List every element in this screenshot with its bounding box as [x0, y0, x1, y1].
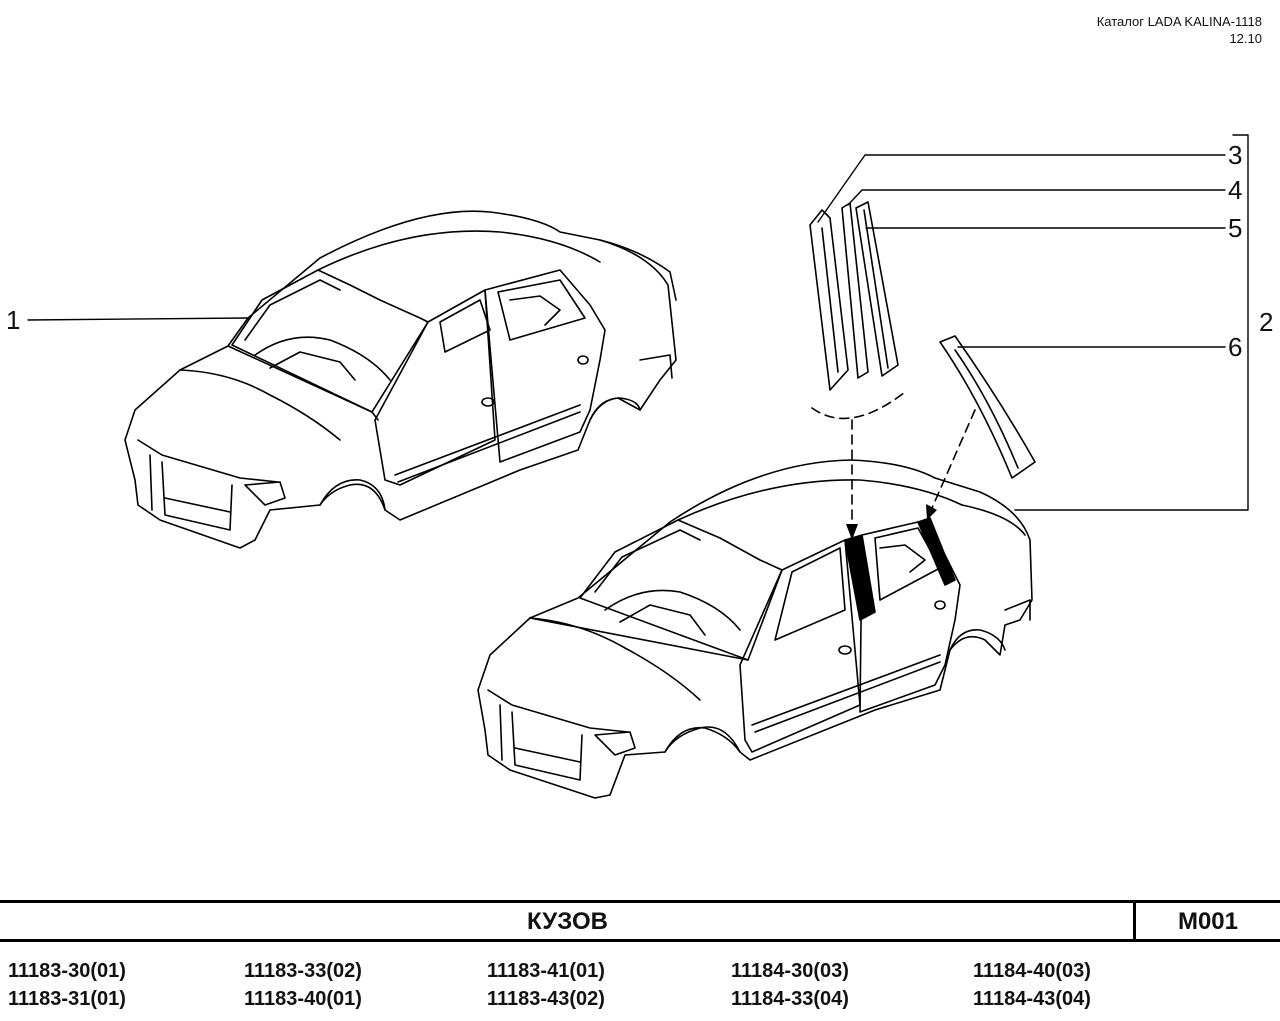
model-column: 11183-30(01) 11183-31(01) [8, 957, 126, 1013]
title-divider [1133, 903, 1136, 939]
catalog-date: 12.10 [1229, 31, 1262, 46]
model-column: 11184-30(03) 11184-33(04) [731, 957, 849, 1013]
model-code: 11183-41(01) [487, 960, 605, 982]
callout-5: 5 [1228, 213, 1243, 243]
model-code: 11183-43(02) [487, 988, 605, 1010]
callout-2: 2 [1259, 307, 1274, 337]
section-code: M001 [1177, 908, 1239, 935]
arrow-heads [846, 504, 937, 540]
model-code: 11183-31(01) [8, 988, 126, 1010]
model-column: 11183-41(01) 11183-43(02) [487, 957, 605, 1013]
model-column: 11184-40(03) 11184-43(04) [973, 957, 1091, 1013]
model-code: 11183-30(01) [8, 960, 126, 982]
leader-lines [27, 134, 1249, 511]
callout-1: 1 [6, 305, 21, 335]
callout-6: 6 [1228, 332, 1243, 362]
section-title: КУЗОВ [527, 908, 608, 935]
callout-3: 3 [1228, 140, 1243, 170]
model-code: 11184-30(03) [731, 960, 849, 982]
model-code: 11183-40(01) [244, 988, 362, 1010]
title-bar: КУЗОВ M001 [0, 900, 1280, 942]
assembly-arrows [811, 391, 976, 529]
model-code: 11184-33(04) [731, 988, 849, 1010]
body-shell-2 [477, 459, 1033, 799]
model-column: 11183-33(02) 11183-40(01) [244, 957, 362, 1013]
model-code: 11184-40(03) [973, 960, 1091, 982]
model-code: 11184-43(04) [973, 988, 1091, 1010]
body-parts-drawing [27, 134, 1249, 799]
body-shell-1 [124, 210, 677, 549]
callout-4: 4 [1228, 175, 1243, 205]
pillar-trims [809, 201, 1036, 479]
catalog-title: Каталог LADA KALINA-1118 [1096, 14, 1262, 29]
model-code: 11183-33(02) [244, 960, 362, 982]
